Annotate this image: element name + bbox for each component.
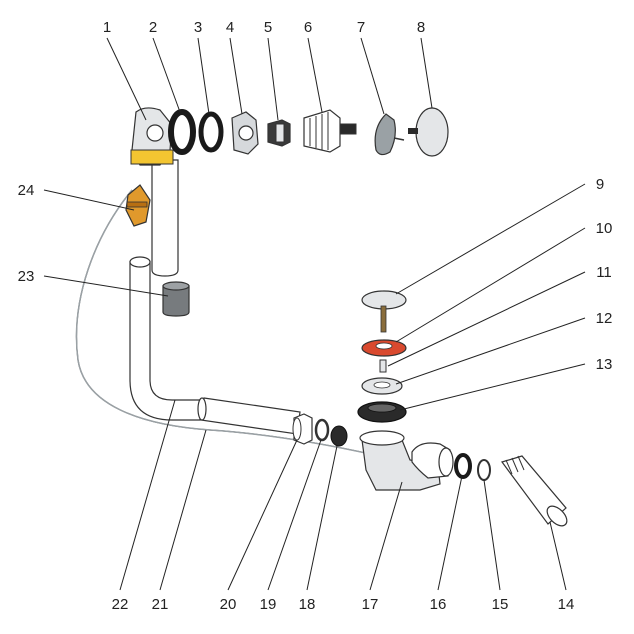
part-overflow-upper-pipe bbox=[151, 159, 179, 277]
leader-13 bbox=[399, 363, 586, 411]
part-19-ring bbox=[314, 418, 330, 442]
label-4: 4 bbox=[226, 19, 234, 36]
label-13: 13 bbox=[596, 356, 613, 373]
label-22: 22 bbox=[112, 596, 129, 613]
part-2-gasket bbox=[168, 109, 196, 155]
part-4-flange-hub bbox=[238, 125, 254, 141]
part-12-strainer-hole bbox=[373, 381, 391, 389]
part-1-head-bracket bbox=[130, 149, 174, 165]
label-2: 2 bbox=[149, 19, 157, 36]
label-9: 9 bbox=[596, 176, 604, 193]
leader-10 bbox=[395, 227, 586, 343]
leader-19 bbox=[267, 439, 322, 591]
part-17-elbow-mouth bbox=[438, 447, 454, 477]
part-23-sleeve-top bbox=[162, 281, 190, 291]
label-5: 5 bbox=[264, 19, 272, 36]
label-8: 8 bbox=[417, 19, 425, 36]
part-7-clip-wire bbox=[393, 137, 405, 141]
label-6: 6 bbox=[304, 19, 312, 36]
label-10: 10 bbox=[596, 220, 613, 237]
leader-12 bbox=[395, 317, 586, 385]
part-1-head-center bbox=[146, 124, 164, 142]
part-14-pipe-end bbox=[546, 505, 568, 527]
part-17-drain-body bbox=[361, 439, 441, 491]
part-6-stem bbox=[339, 123, 357, 135]
part-5-nut-face bbox=[275, 123, 285, 143]
leader-1 bbox=[106, 37, 147, 121]
part-20-nut-face bbox=[292, 417, 302, 441]
label-1: 1 bbox=[103, 19, 111, 36]
leader-18 bbox=[306, 445, 338, 591]
part-numbers: 1 2 3 4 5 6 7 8 9 10 11 12 13 14 15 16 1… bbox=[18, 19, 613, 613]
part-7-clip bbox=[374, 113, 396, 156]
leader-7 bbox=[360, 37, 385, 115]
part-14-thread bbox=[505, 455, 525, 475]
part-3-gasket bbox=[198, 111, 224, 153]
label-19: 19 bbox=[260, 596, 277, 613]
part-22-pipe-top bbox=[129, 256, 151, 268]
label-18: 18 bbox=[299, 596, 316, 613]
part-16-ring bbox=[454, 453, 472, 479]
leader-17 bbox=[369, 481, 403, 591]
part-18-ring bbox=[330, 425, 348, 447]
label-21: 21 bbox=[152, 596, 169, 613]
label-16: 16 bbox=[430, 596, 447, 613]
leader-16 bbox=[437, 475, 463, 591]
label-7: 7 bbox=[357, 19, 365, 36]
leader-5 bbox=[267, 37, 279, 121]
part-15-ring bbox=[477, 459, 491, 481]
leader-20 bbox=[227, 439, 298, 591]
leader-9 bbox=[395, 183, 586, 295]
leader-21 bbox=[159, 429, 207, 591]
leader-4 bbox=[229, 37, 243, 115]
label-15: 15 bbox=[492, 596, 509, 613]
leader-3 bbox=[197, 37, 210, 115]
leader-6 bbox=[307, 37, 323, 113]
label-17: 17 bbox=[362, 596, 379, 613]
label-20: 20 bbox=[220, 596, 237, 613]
part-23-sleeve bbox=[162, 285, 190, 317]
part-22-pipe-end bbox=[197, 397, 207, 421]
label-12: 12 bbox=[596, 310, 613, 327]
leader-14 bbox=[549, 521, 567, 591]
leader-24 bbox=[43, 189, 135, 211]
label-11: 11 bbox=[596, 264, 612, 281]
part-11-pin bbox=[379, 359, 387, 373]
label-24: 24 bbox=[18, 182, 35, 199]
label-23: 23 bbox=[18, 268, 35, 285]
part-10-seal-hub bbox=[375, 342, 393, 350]
leader-11 bbox=[387, 271, 586, 367]
leader-23 bbox=[43, 275, 169, 297]
leader-8 bbox=[420, 37, 433, 109]
leader-lines bbox=[43, 37, 586, 591]
part-8-cap bbox=[415, 107, 449, 157]
part-24-connector-band bbox=[126, 201, 148, 208]
label-3: 3 bbox=[194, 19, 202, 36]
part-17-drain-top bbox=[359, 430, 405, 446]
part-6-ribs bbox=[309, 112, 329, 150]
part-13-gasket-hole bbox=[367, 403, 397, 413]
leader-22 bbox=[119, 399, 176, 591]
part-22-pipe-straight bbox=[200, 397, 301, 435]
leader-2 bbox=[152, 37, 181, 113]
leader-15 bbox=[483, 479, 501, 591]
part-9-stem bbox=[380, 305, 387, 333]
label-14: 14 bbox=[558, 596, 575, 613]
part-8-cap-stem bbox=[408, 128, 418, 134]
